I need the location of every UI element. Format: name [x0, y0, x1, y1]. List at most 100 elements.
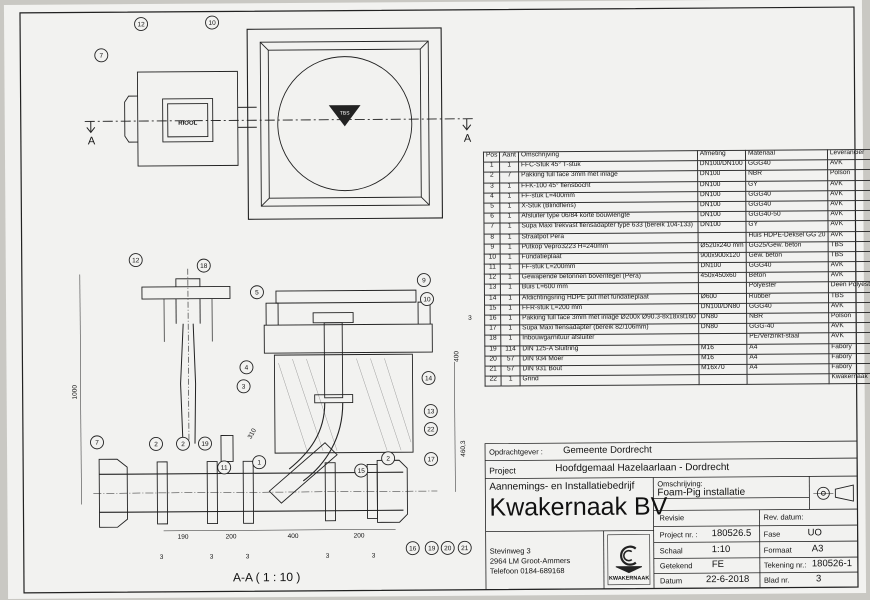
parts-list-cell: GGG40: [745, 200, 828, 212]
pit-cover-circle: [277, 56, 413, 192]
dim-190: 190: [178, 534, 189, 541]
parts-list-cell: 7: [483, 223, 501, 234]
parts-list-cell: 22: [485, 376, 502, 387]
callout-number: 11: [221, 465, 228, 472]
parts-list-cell: TBS: [828, 251, 870, 262]
parts-list-cell: [697, 231, 747, 243]
parts-list-cell: 1: [500, 202, 519, 214]
section-view: [93, 268, 438, 528]
callout-number: 9: [422, 277, 426, 284]
callout-bubble: [128, 253, 143, 268]
callout-bubble: [423, 404, 438, 418]
callout-number: 4: [245, 365, 249, 372]
parts-list-cell: 14: [484, 294, 501, 305]
dim-3d: 3: [326, 553, 330, 560]
dim-3c: 3: [246, 553, 250, 560]
parts-list-cell: 21: [484, 365, 502, 377]
parts-list-cell: 1: [500, 182, 519, 193]
callout-bubble: [423, 422, 438, 436]
adapter-right-section: [376, 459, 408, 523]
parts-list-cell: 5: [483, 202, 501, 214]
parts-list-cell: GGG40: [746, 302, 829, 314]
parts-list-cell: [698, 374, 748, 385]
flange-b: [206, 461, 219, 525]
parts-list-cell: 6: [483, 213, 501, 224]
section-arrow-right: [462, 118, 472, 131]
parts-list-cell: 9: [484, 243, 501, 255]
parts-list-cell: DN100: [697, 180, 746, 192]
parts-list-cell: NBR: [745, 170, 828, 181]
parts-list-cell: GGG40: [746, 261, 829, 273]
dim-200b: 200: [354, 532, 365, 539]
boventegel-section: [141, 285, 231, 300]
dim-400h: 400: [288, 533, 299, 540]
parts-list-cell: TBS: [828, 291, 870, 303]
callout-bubble: [424, 541, 439, 555]
dim-3e: 3: [372, 552, 376, 559]
blind-flange: [312, 312, 354, 324]
parts-list-cell: [698, 282, 747, 294]
parts-list-cell: DN100: [697, 262, 747, 273]
parts-list-cell: A4: [746, 343, 829, 355]
parts-list-cell: 1: [483, 162, 500, 173]
rev-date-label: Rev. datum:: [763, 512, 804, 522]
description-value: Foam-Pig installatie: [657, 486, 746, 499]
parts-list-cell: DN100: [697, 201, 746, 212]
title-block-frame: [484, 440, 859, 591]
parts-list-cell: 7: [499, 172, 519, 183]
dim-3b: 3: [210, 554, 214, 561]
project-value: Hoofdgemaal Hazelaarlaan - Dordrecht: [555, 461, 730, 475]
parts-list-cell: Rubber: [746, 292, 829, 304]
sheet-label: Blad nr.: [763, 575, 790, 585]
project-label: Project: [489, 465, 516, 476]
parts-list-cell: Gew. beton: [746, 251, 829, 263]
section-marker-left: A: [88, 135, 96, 147]
callout-number: 3: [242, 384, 246, 391]
parts-list-cell: 12: [484, 274, 501, 285]
parts-list-cell: DN100/DN100: [697, 160, 746, 172]
parts-list-cell: 16: [484, 315, 502, 326]
putkop-outer: [259, 40, 430, 207]
callout-number: 10: [423, 296, 431, 303]
phase-label: Fase: [763, 529, 781, 539]
callout-bubble: [381, 451, 396, 466]
parts-list-header-cell: Pos: [483, 152, 500, 163]
parts-list-cell: AVK: [827, 200, 870, 211]
foundation-plate-section: [263, 323, 433, 354]
parts-list-cell: [698, 333, 747, 345]
callout-bubble: [205, 15, 220, 30]
dim-3a: 3: [160, 554, 164, 561]
top-plate-outline: [136, 70, 239, 167]
callout-number: 12: [132, 257, 140, 264]
flange-d: [324, 462, 336, 522]
callout-number: 2: [154, 441, 158, 448]
parts-list-cell: 1: [500, 223, 519, 234]
section-title: A-A ( 1 : 10 ): [233, 570, 300, 584]
callout-number: 17: [427, 456, 435, 463]
callout-bubble: [405, 541, 420, 556]
drawn-value: FE: [711, 558, 725, 571]
parts-list-cell: 1: [500, 284, 520, 295]
callout-bubble: [176, 436, 190, 451]
parts-list-cell: 900x900x120: [697, 252, 747, 263]
parts-list-cell: 1: [500, 314, 520, 326]
parts-list-cell: GY: [745, 221, 828, 232]
drawing-nr-value: 180526-1: [811, 558, 853, 570]
parts-list-cell: 2: [483, 172, 501, 183]
technical-drawing: RIOOL TBS A A: [19, 6, 859, 594]
revision-label: Revisie: [659, 513, 685, 523]
parts-list-cell: 1: [501, 325, 520, 336]
callout-number: 19: [428, 545, 436, 552]
callout-bubble: [354, 463, 369, 478]
callout-number: 16: [409, 545, 417, 552]
parts-list-cell: AVK: [828, 322, 870, 334]
parts-list-cell: 114: [501, 345, 520, 356]
drawing-nr-label: Tekening nr.:: [763, 560, 807, 570]
parts-list-cell: AVK: [828, 302, 870, 313]
parts-list-cell: 10: [484, 253, 501, 265]
valve-spindle: [220, 434, 234, 462]
parts-list-cell: M16x70: [698, 364, 747, 375]
straatpot-outline: [162, 98, 214, 143]
